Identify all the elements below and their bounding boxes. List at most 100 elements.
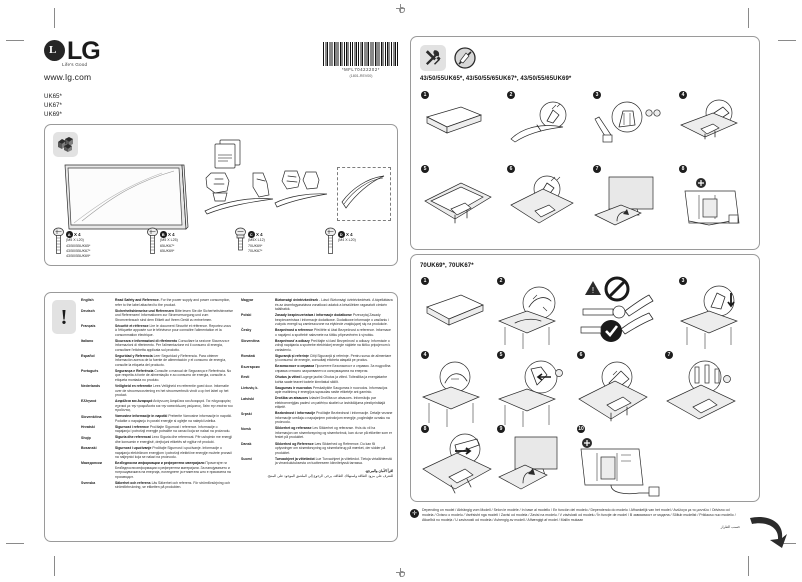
language-text: Безопасност и справки Прочетете Безопасн… (275, 364, 391, 373)
language-text: Bezpečnost a reference Přečtěte si část … (275, 328, 391, 337)
box-stack-icon (58, 137, 73, 152)
warning-prohibit-ok-icons: ! (580, 276, 654, 342)
language-name: Slovenčina (241, 339, 260, 344)
language-text: Seguridad y Referencia Leer Seguridad y … (115, 353, 227, 367)
language-name: Česky (241, 328, 252, 333)
language-row: Magyar Biztonsági óvintézkedések - Lásd: … (241, 298, 393, 312)
install-step: 3 (679, 277, 738, 349)
step-number: 1 (421, 277, 429, 285)
language-name: Deutsch (81, 308, 95, 313)
screw-item: B X 4 (M5 X L25) 65UK67* 65UK69* (147, 227, 178, 255)
install-step: 1 (421, 277, 484, 326)
language-text: Ασφάλεια και Αναφορά Ανάγνωση Ασφάλεια κ… (115, 399, 233, 413)
language-text: Bezpečnosť a odkazy Prečítajte si časť B… (275, 338, 391, 352)
language-text: Ohutus ja viited Lugege jaotist Ohutus j… (275, 375, 388, 384)
arabic-title: اقرأ الأمان والمرجع. (365, 468, 393, 473)
language-text: Segurança e Referência Consulte o manual… (115, 368, 232, 382)
screw-count: X 4 (168, 231, 175, 237)
screw-item: C X 4 (M5X L12) 70UK69* 70UK67* (235, 227, 265, 255)
screw-id-badge: B (160, 231, 167, 238)
step-number: 7 (665, 351, 673, 359)
language-name: Lietuvių k. (241, 385, 259, 390)
language-name: Dansk (241, 441, 252, 446)
step-number: 5 (497, 351, 505, 359)
screw-count: X 4 (256, 231, 263, 237)
accessories-panel: 43/50/55UK65* 43/50/55/65UK67* 43/50/55/… (44, 124, 398, 341)
language-text: Sikkerhed og Reference Læs Sikkerhed og … (275, 441, 386, 455)
install-step: 7 (665, 351, 736, 420)
step-number: 2 (497, 277, 505, 285)
model-list: UK65* UK67* UK69* (44, 92, 62, 119)
step-number: 9 (497, 425, 505, 433)
cushion-illustration (426, 106, 482, 134)
screw-models: 43/50/55UK65* 43/50/55UK67* 43/50/55UK69… (66, 243, 91, 258)
base-screw-zoom-illustration (510, 101, 567, 143)
language-name: Suomi (241, 456, 252, 461)
step-number: 5 (421, 165, 429, 173)
section-1-title: 43/50/55UK65*, 43/50/55/65UK67*, 43/50/5… (420, 76, 572, 82)
install-step: 5 (497, 351, 563, 427)
language-text: Saugumas ir nuorodos Perskaitykite Saugu… (275, 385, 388, 395)
language-text: Turvaohjeet ja viitetiedot Lue Turvaohje… (275, 456, 392, 466)
language-row: Slovenčina Bezpečnosť a odkazy Prečítajte… (241, 339, 393, 353)
step-number: 4 (421, 351, 429, 359)
language-name: Latviski (241, 396, 255, 401)
language-row: Česky Bezpečnost a reference Přečtěte si … (241, 328, 393, 337)
language-row: Suomi Turvaohjeet ja viitetiedot Lue Turv… (241, 457, 393, 466)
step-number: 4 (679, 91, 687, 99)
barcode-number: *MFL70422202* (341, 67, 381, 72)
curved-arrow-mark (750, 516, 787, 548)
svg-text:!: ! (592, 286, 594, 295)
step-number: 3 (593, 91, 601, 99)
install-step: 6 (507, 165, 574, 224)
barcode-block: *MFL70422202* (1801-REV00) (322, 42, 400, 78)
language-name: Español (81, 354, 95, 359)
language-name: Română (241, 354, 255, 359)
install-section-1-panel: 43/50/55UK65*, 43/50/55/65UK67*, 43/50/5… (410, 36, 760, 250)
language-name: Ελληνικά (81, 399, 97, 404)
language-name: Slovenščina (81, 414, 102, 419)
lg-logo-mark-letter: L (49, 44, 57, 56)
warning-ok-cluster: ! (579, 276, 669, 343)
language-text: Sicurezza e informazioni di riferimento … (115, 338, 230, 352)
reg-mark-bottom (396, 568, 405, 577)
lg-logo-wordmark: LG (67, 37, 101, 65)
cushion-illustration (426, 294, 484, 326)
lift-tv-illustration (594, 176, 654, 226)
language-name: Norsk (241, 426, 251, 431)
screw-spec: (M5 X L25) (160, 238, 178, 242)
language-name: Srpski (241, 411, 252, 416)
lift-tv-illustration (498, 436, 558, 490)
language-text: Biztonsági óvintézkedések - Lásd: Bizton… (275, 298, 393, 311)
tools-icon (420, 45, 446, 71)
barcode-image (323, 42, 398, 66)
install-step: 8 (679, 165, 740, 226)
screw-a-icon (53, 227, 64, 254)
cable-route-illustration (580, 438, 660, 497)
step-number: 6 (507, 165, 515, 173)
screw-count: X 4 (346, 231, 353, 237)
step-number: 8 (679, 165, 687, 173)
screw-count-row: A X 4 (66, 231, 90, 238)
language-name: Polski (241, 313, 252, 318)
footnote-badge: ✛ (410, 508, 419, 518)
lg-logo: L LG (44, 37, 101, 65)
language-row: Ελληνικά Ασφάλεια και Αναφορά Ανάγνωση Ασ… (81, 399, 233, 413)
language-name: Magyar (241, 298, 254, 303)
manuals-illustration (214, 139, 241, 169)
language-row: Lietuvių k. Saugumas ir nuorodos Perskait… (241, 386, 393, 395)
stand-screw-zoom-illustration (594, 101, 661, 143)
language-name: Italiano (81, 339, 94, 344)
lg-website-url: www.lg.com (44, 72, 92, 82)
table-insert-down-illustration (680, 285, 738, 349)
